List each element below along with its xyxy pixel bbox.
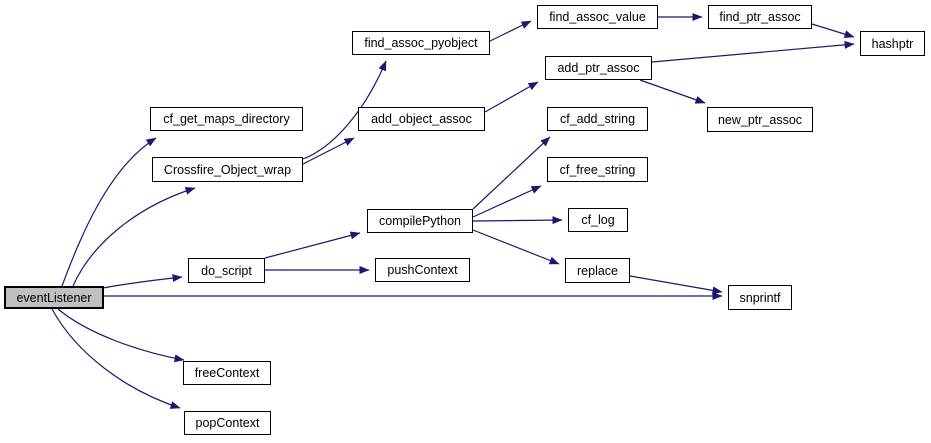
edge-compilePython-cf_free_string bbox=[472, 185, 542, 218]
node-find_assoc_value[interactable]: find_assoc_value bbox=[537, 5, 658, 29]
edge-compilePython-cf_log bbox=[472, 216, 563, 225]
node-cf_log[interactable]: cf_log bbox=[568, 208, 628, 232]
node-new_ptr_assoc[interactable]: new_ptr_assoc bbox=[707, 107, 813, 132]
edge-eventListener-Crossfire_Object_wrap bbox=[72, 187, 196, 287]
edge-add_object_assoc-add_ptr_assoc bbox=[484, 81, 539, 113]
edge-find_assoc_pyobject-find_assoc_value bbox=[489, 20, 532, 42]
edge-add_ptr_assoc-hashptr bbox=[651, 40, 855, 63]
edge-find_ptr_assoc-hashptr bbox=[811, 23, 855, 39]
edge-Crossfire_Object_wrap-find_assoc_pyobject bbox=[302, 60, 387, 160]
node-add_object_assoc[interactable]: add_object_assoc bbox=[358, 107, 485, 131]
node-popContext[interactable]: popContext bbox=[184, 411, 271, 435]
node-replace[interactable]: replace bbox=[565, 258, 630, 283]
edge-replace-snprintf bbox=[629, 275, 723, 295]
edge-Crossfire_Object_wrap-add_object_assoc bbox=[302, 137, 355, 165]
edge-eventListener-cf_get_maps_directory bbox=[61, 137, 157, 287]
node-find_ptr_assoc[interactable]: find_ptr_assoc bbox=[708, 5, 812, 29]
node-snprintf[interactable]: snprintf bbox=[728, 285, 792, 310]
edge-eventListener-freeContext bbox=[57, 308, 185, 363]
edge-compilePython-cf_add_string bbox=[472, 136, 551, 210]
node-cf_add_string[interactable]: cf_add_string bbox=[547, 107, 648, 131]
node-do_script[interactable]: do_script bbox=[188, 258, 265, 283]
edge-eventListener-do_script bbox=[102, 274, 183, 289]
node-eventListener: eventListener bbox=[4, 286, 104, 309]
node-hashptr[interactable]: hashptr bbox=[860, 31, 925, 56]
edge-do_script-compilePython bbox=[264, 231, 361, 259]
node-pushContext[interactable]: pushContext bbox=[375, 258, 470, 282]
edge-add_ptr_assoc-new_ptr_assoc bbox=[639, 79, 706, 104]
edge-compilePython-replace bbox=[472, 229, 560, 265]
node-add_ptr_assoc[interactable]: add_ptr_assoc bbox=[545, 56, 652, 80]
node-cf_free_string[interactable]: cf_free_string bbox=[547, 157, 648, 182]
edge-eventListener-popContext bbox=[51, 308, 181, 409]
node-Crossfire_Object_wrap[interactable]: Crossfire_Object_wrap bbox=[152, 157, 303, 182]
node-compilePython[interactable]: compilePython bbox=[367, 209, 473, 233]
node-find_assoc_pyobject[interactable]: find_assoc_pyobject bbox=[352, 31, 490, 55]
node-freeContext[interactable]: freeContext bbox=[183, 361, 271, 385]
node-cf_get_maps_directory[interactable]: cf_get_maps_directory bbox=[150, 107, 303, 131]
